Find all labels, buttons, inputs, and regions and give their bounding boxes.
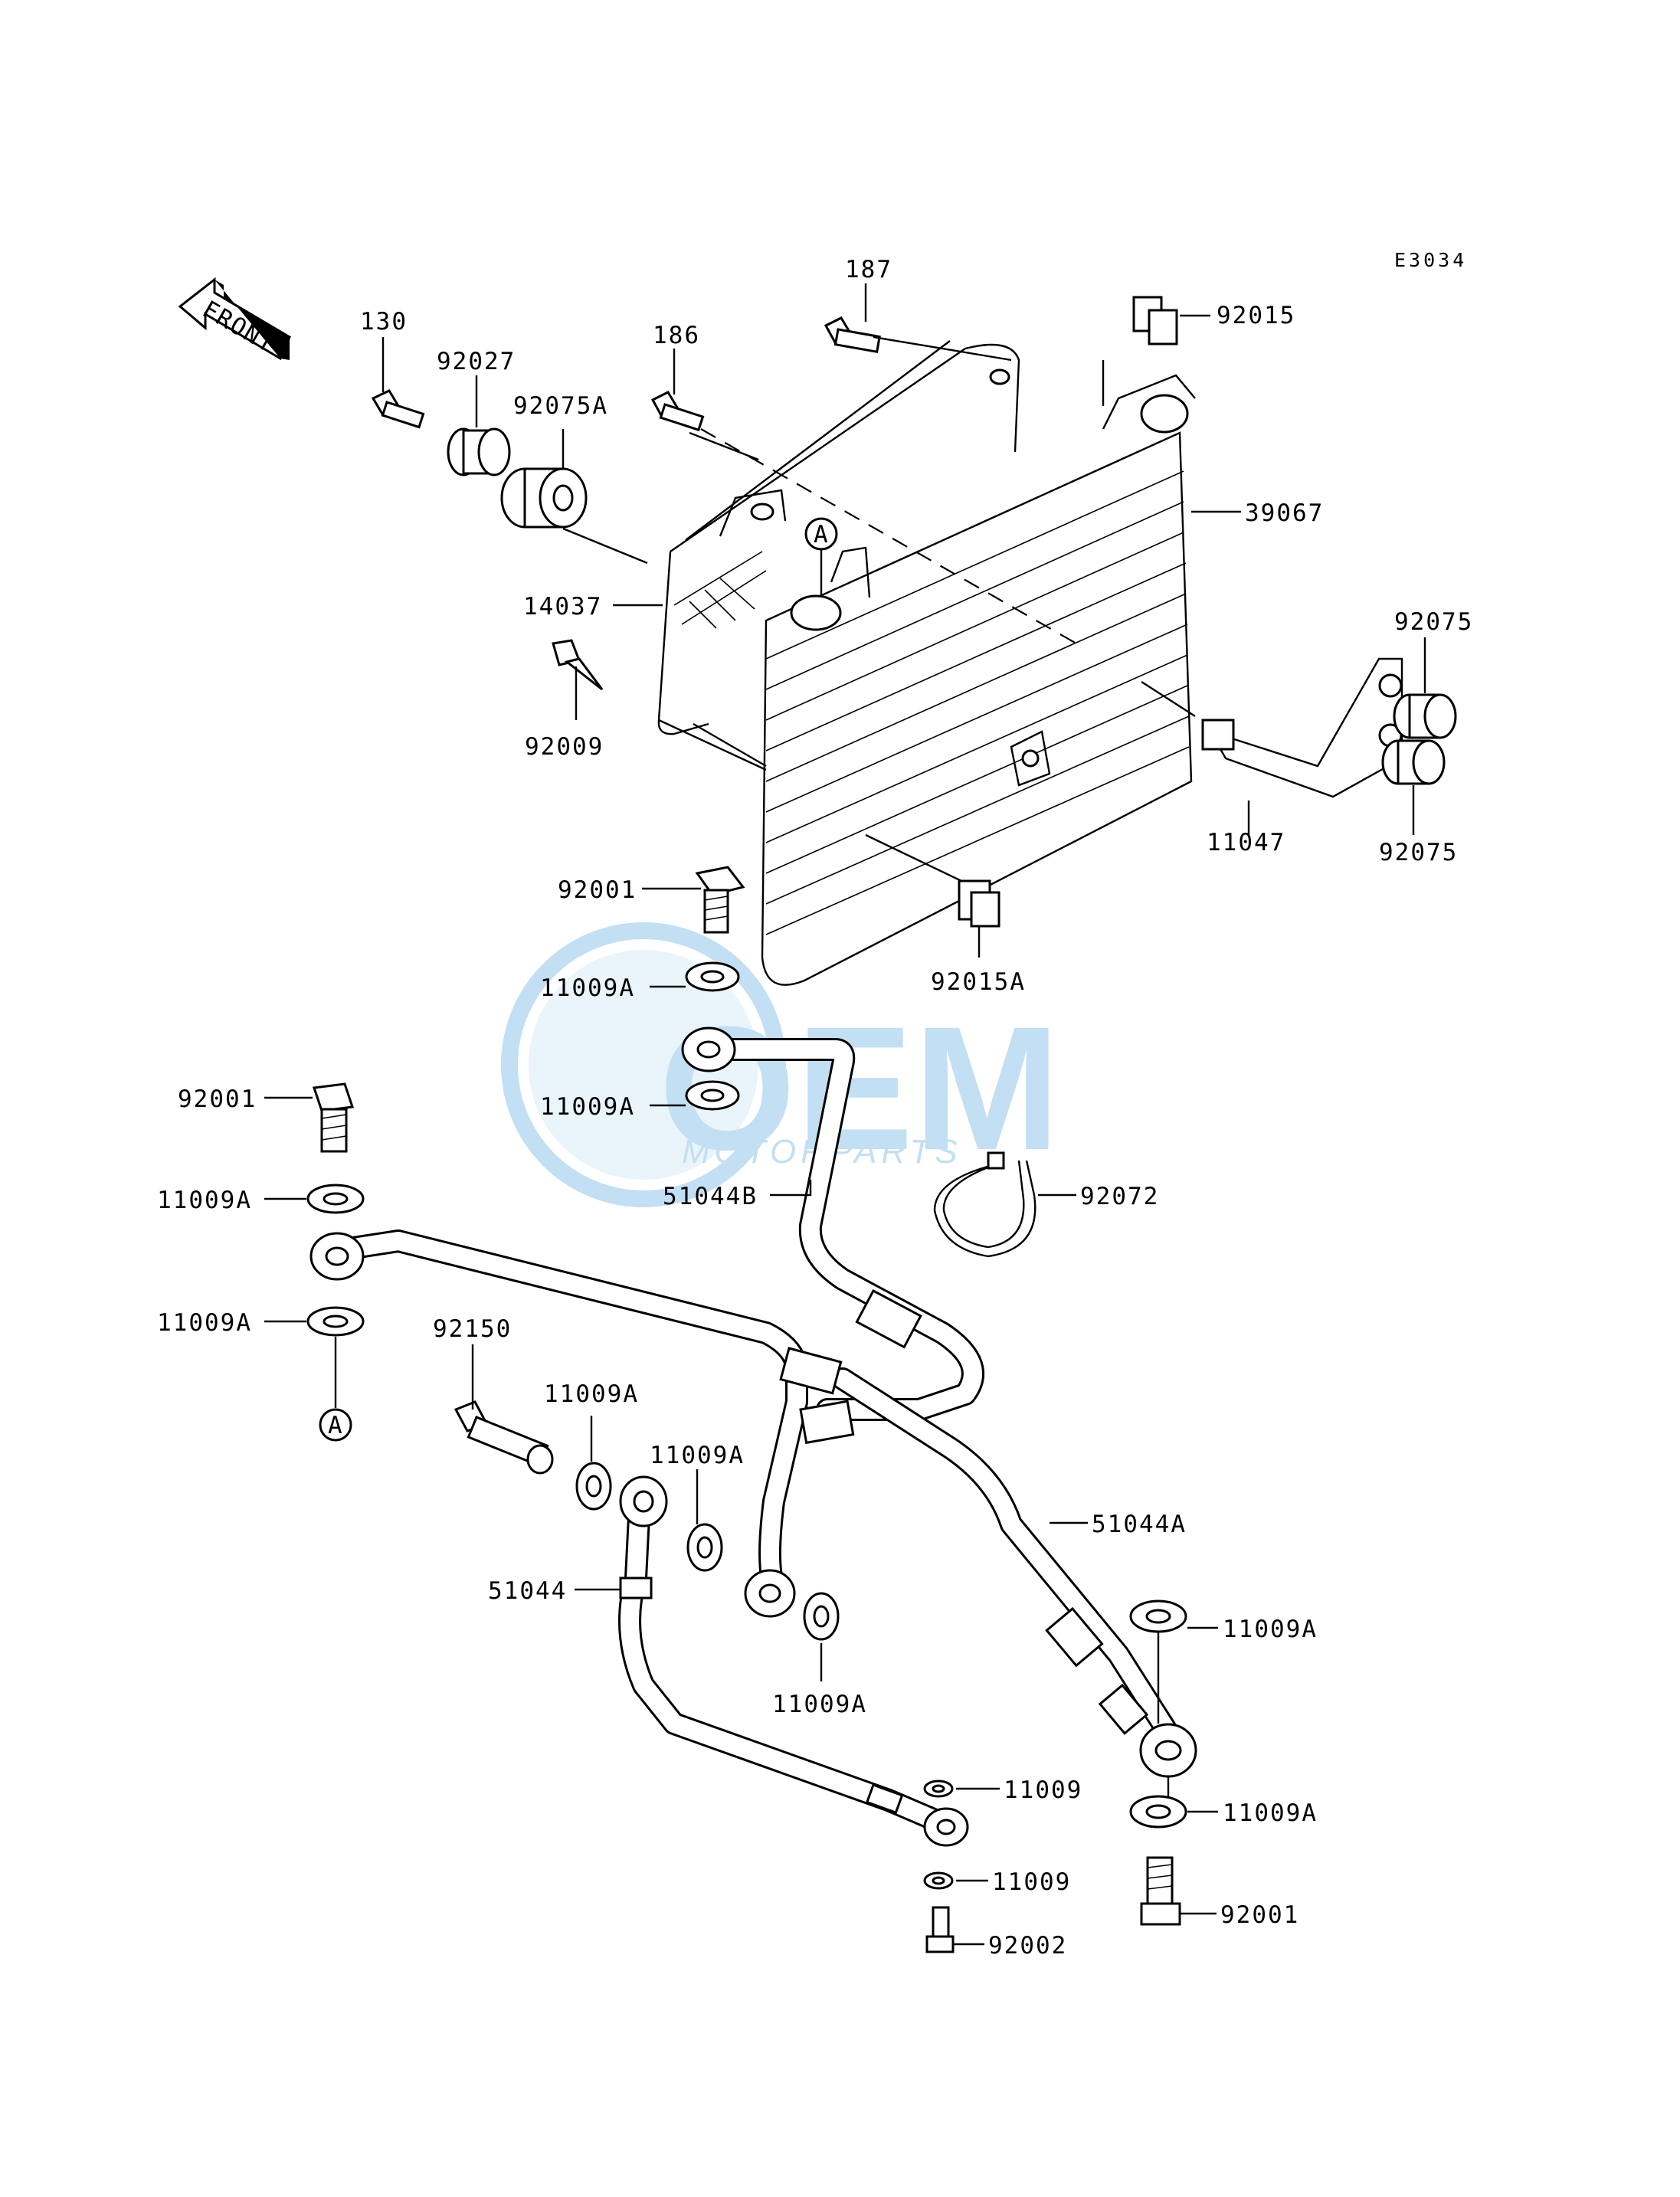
label-92015A: 92015A [931, 968, 1026, 996]
label-11009-b: 11009 [992, 1868, 1071, 1896]
label-11009-a: 11009 [1004, 1776, 1082, 1804]
washer-11009A-r2 [1129, 1795, 1187, 1829]
washer-11009A-mid3 [803, 1592, 840, 1641]
label-51044A: 51044A [1092, 1511, 1187, 1538]
label-92001-bot: 92001 [1220, 1901, 1299, 1929]
bolt-187 [824, 316, 881, 353]
label-92002: 92002 [988, 1932, 1067, 1960]
label-11009A-left2: 11009A [157, 1309, 252, 1337]
bolt-92002 [925, 1906, 955, 1953]
label-51044: 51044 [488, 1577, 567, 1605]
label-11047: 11047 [1207, 829, 1285, 856]
label-92075A: 92075A [513, 392, 608, 420]
oil-cooler [761, 374, 1196, 986]
label-92001-top: 92001 [558, 876, 637, 904]
washer-11009A-mid1 [575, 1462, 612, 1511]
label-11009A-mid2: 11009A [650, 1442, 745, 1469]
bracket [1201, 657, 1403, 798]
bolt-92001-left [312, 1082, 355, 1153]
label-11009A-r1: 11009A [1223, 1616, 1318, 1643]
banjo-fittings [309, 1026, 1197, 1847]
grommet-92075-bot [1381, 739, 1446, 785]
label-39067: 39067 [1245, 499, 1324, 527]
label-11009A-r2: 11009A [1223, 1799, 1318, 1827]
label-92001-left: 92001 [178, 1085, 257, 1113]
bolt-92150 [454, 1400, 554, 1475]
label-11009A-left1: 11009A [157, 1187, 252, 1214]
label-187: 187 [845, 256, 892, 283]
watermark-logo: OEM MOTORPARTS [501, 922, 1060, 1207]
label-92075-top: 92075 [1394, 608, 1473, 636]
grommet-92075-top [1393, 693, 1457, 739]
label-186: 186 [653, 322, 700, 349]
leader-lines [264, 283, 1426, 1946]
label-11009A-mid1: 11009A [544, 1380, 639, 1408]
label-11009A-mid3: 11009A [772, 1691, 867, 1718]
hose-51044A [831, 1367, 1184, 1750]
label-92150: 92150 [433, 1315, 512, 1343]
label-11009A-1: 11009A [540, 974, 635, 1002]
label-11009A-2: 11009A [540, 1093, 635, 1121]
ref-marker-bot: A [319, 1337, 352, 1442]
hose-51044 [618, 1490, 954, 1835]
guard-plate [657, 340, 1020, 735]
clip-92015 [1132, 296, 1178, 345]
label-92072: 92072 [1080, 1183, 1159, 1210]
washer-11009-b [923, 1871, 954, 1890]
ref-marker-top: A [804, 517, 838, 598]
hose-upper-left [337, 1229, 808, 1597]
grommet-92075A [500, 467, 588, 529]
label-130: 130 [360, 308, 408, 336]
washer-11009A-left1 [306, 1184, 365, 1214]
bolt-130 [371, 389, 425, 429]
label-14037: 14037 [523, 593, 602, 620]
washer-11009-a [923, 1780, 954, 1798]
hose-ferrules [619, 1288, 1149, 1815]
washer-11009A-r1 [1129, 1599, 1187, 1633]
part-labels: 187 92015 130 92027 186 92075A 39067 140… [157, 256, 1473, 1960]
front-arrow-icon: FRONT [178, 277, 291, 361]
washer-11009A-mid2 [686, 1523, 723, 1572]
bolt-92001-bot [1140, 1856, 1181, 1926]
bolt-186 [650, 391, 705, 432]
label-92075-bot: 92075 [1379, 839, 1458, 866]
front-label: FRONT [198, 296, 280, 359]
clamp-92072 [933, 1151, 1036, 1258]
diagram-code: E3034 [1394, 249, 1467, 271]
leader-dashed [700, 428, 1077, 644]
label-92027: 92027 [437, 348, 516, 375]
label-92009: 92009 [525, 733, 604, 761]
svg-text:A: A [814, 521, 830, 548]
screw-92009 [552, 639, 604, 691]
hose-51044B [697, 1038, 984, 1421]
label-92015: 92015 [1217, 302, 1295, 329]
collar-92027 [447, 427, 511, 476]
svg-text:A: A [328, 1412, 344, 1439]
clip-92015A [958, 879, 1000, 928]
washer-11009A-left2 [306, 1306, 365, 1337]
label-51044B: 51044B [663, 1183, 758, 1210]
washer-11009A-2 [685, 1080, 740, 1111]
bolt-92001-top [695, 866, 745, 934]
washer-11009A-1 [685, 961, 740, 992]
